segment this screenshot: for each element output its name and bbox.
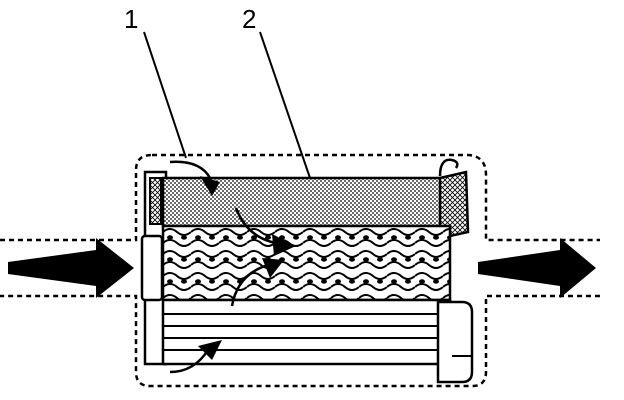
callout-2-label: 2: [242, 4, 256, 34]
housing-dashed-outline: [0, 153, 600, 388]
corrugated-core: [161, 224, 452, 302]
inlet-port-seal: [140, 234, 164, 302]
inlet-cap-gasket: [149, 177, 162, 225]
flow-out-arrow-icon: [478, 238, 596, 298]
outlet-tank: [436, 300, 474, 384]
callout-1-label: 1: [124, 4, 138, 34]
callout-2-leader: [259, 31, 311, 179]
callout-1-leader: [143, 31, 187, 159]
airflow-arrowheads: [198, 176, 296, 360]
outlet-flange-lip: [438, 158, 459, 177]
flow-in-arrow-icon: [8, 238, 134, 298]
